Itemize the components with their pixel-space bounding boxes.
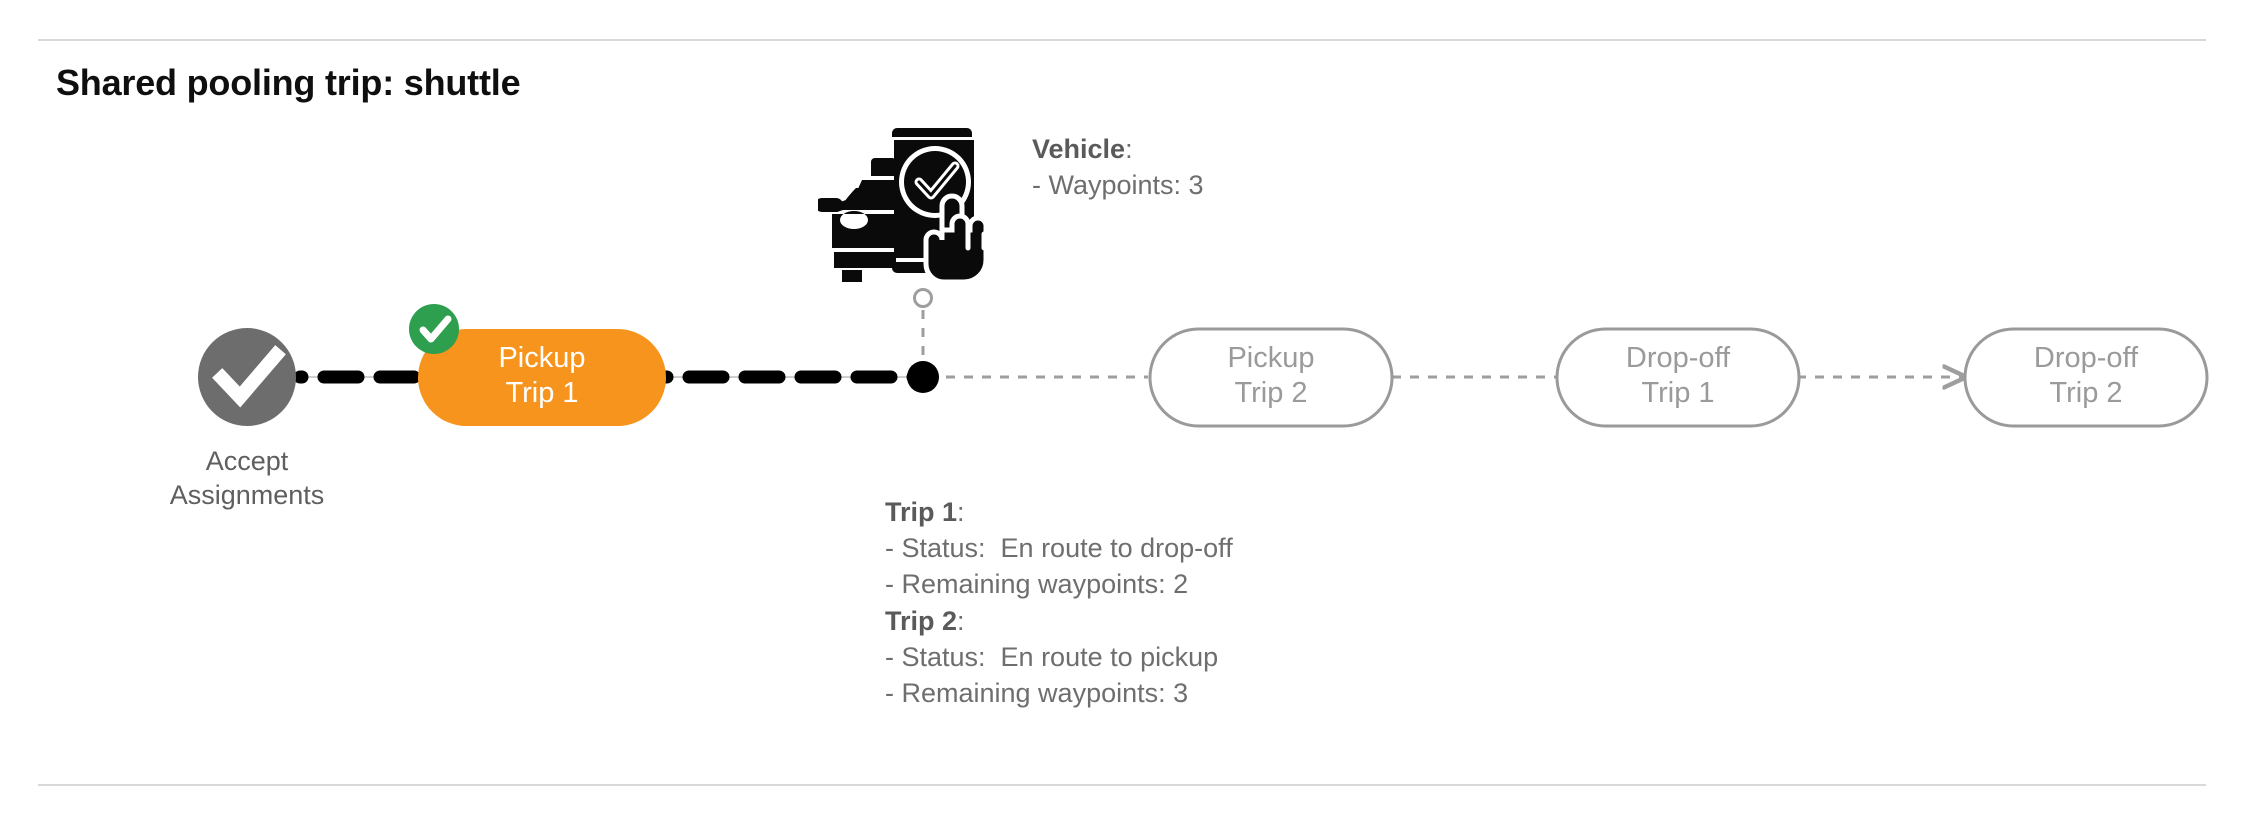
trip-1-colon: : — [957, 497, 965, 527]
accept-assignments-circle — [198, 328, 296, 426]
pickup-trip-1-pill — [418, 329, 666, 426]
node-pickup-trip-1[interactable] — [409, 304, 666, 426]
vehicle-position-dot[interactable] — [907, 361, 939, 393]
node-dropoff-trip-1[interactable] — [1555, 327, 1801, 428]
trips-annotation: Trip 1: - Status: En route to drop-off - R… — [885, 494, 1233, 711]
trip-2-waypoints-line: - Remaining waypoints: 3 — [885, 677, 1189, 708]
vehicle-annotation-colon: : — [1125, 134, 1133, 164]
node-pickup-trip-2[interactable] — [1148, 327, 1394, 428]
check-circle-icon — [212, 345, 286, 408]
vehicle-annotation: Vehicle: - Waypoints: 3 — [1032, 131, 1204, 203]
vehicle-connector-ring — [913, 288, 933, 308]
trip-2-colon: : — [957, 605, 965, 636]
trip-2-status-line: - Status: En route to pickup — [885, 641, 1219, 672]
trip-2-header: Trip 2 — [885, 605, 958, 636]
page-title: Shared pooling trip: shuttle — [56, 62, 521, 103]
car-phone-check-icon — [818, 128, 984, 284]
vehicle-waypoints-line: - Waypoints: 3 — [1032, 170, 1204, 201]
vehicle-annotation-header: Vehicle — [1032, 134, 1126, 164]
check-badge-icon — [419, 315, 452, 343]
node-accept-assignments[interactable] — [198, 328, 296, 426]
check-badge-circle — [409, 304, 459, 354]
divider-top — [38, 39, 2206, 41]
node-dropoff-trip-2[interactable] — [1963, 327, 2209, 428]
divider-bottom — [38, 784, 2206, 786]
trip-1-waypoints-line: - Remaining waypoints: 2 — [885, 569, 1189, 600]
trip-1-header: Trip 1 — [885, 497, 958, 527]
trip-1-status-line: - Status: En route to drop-off — [885, 533, 1233, 564]
